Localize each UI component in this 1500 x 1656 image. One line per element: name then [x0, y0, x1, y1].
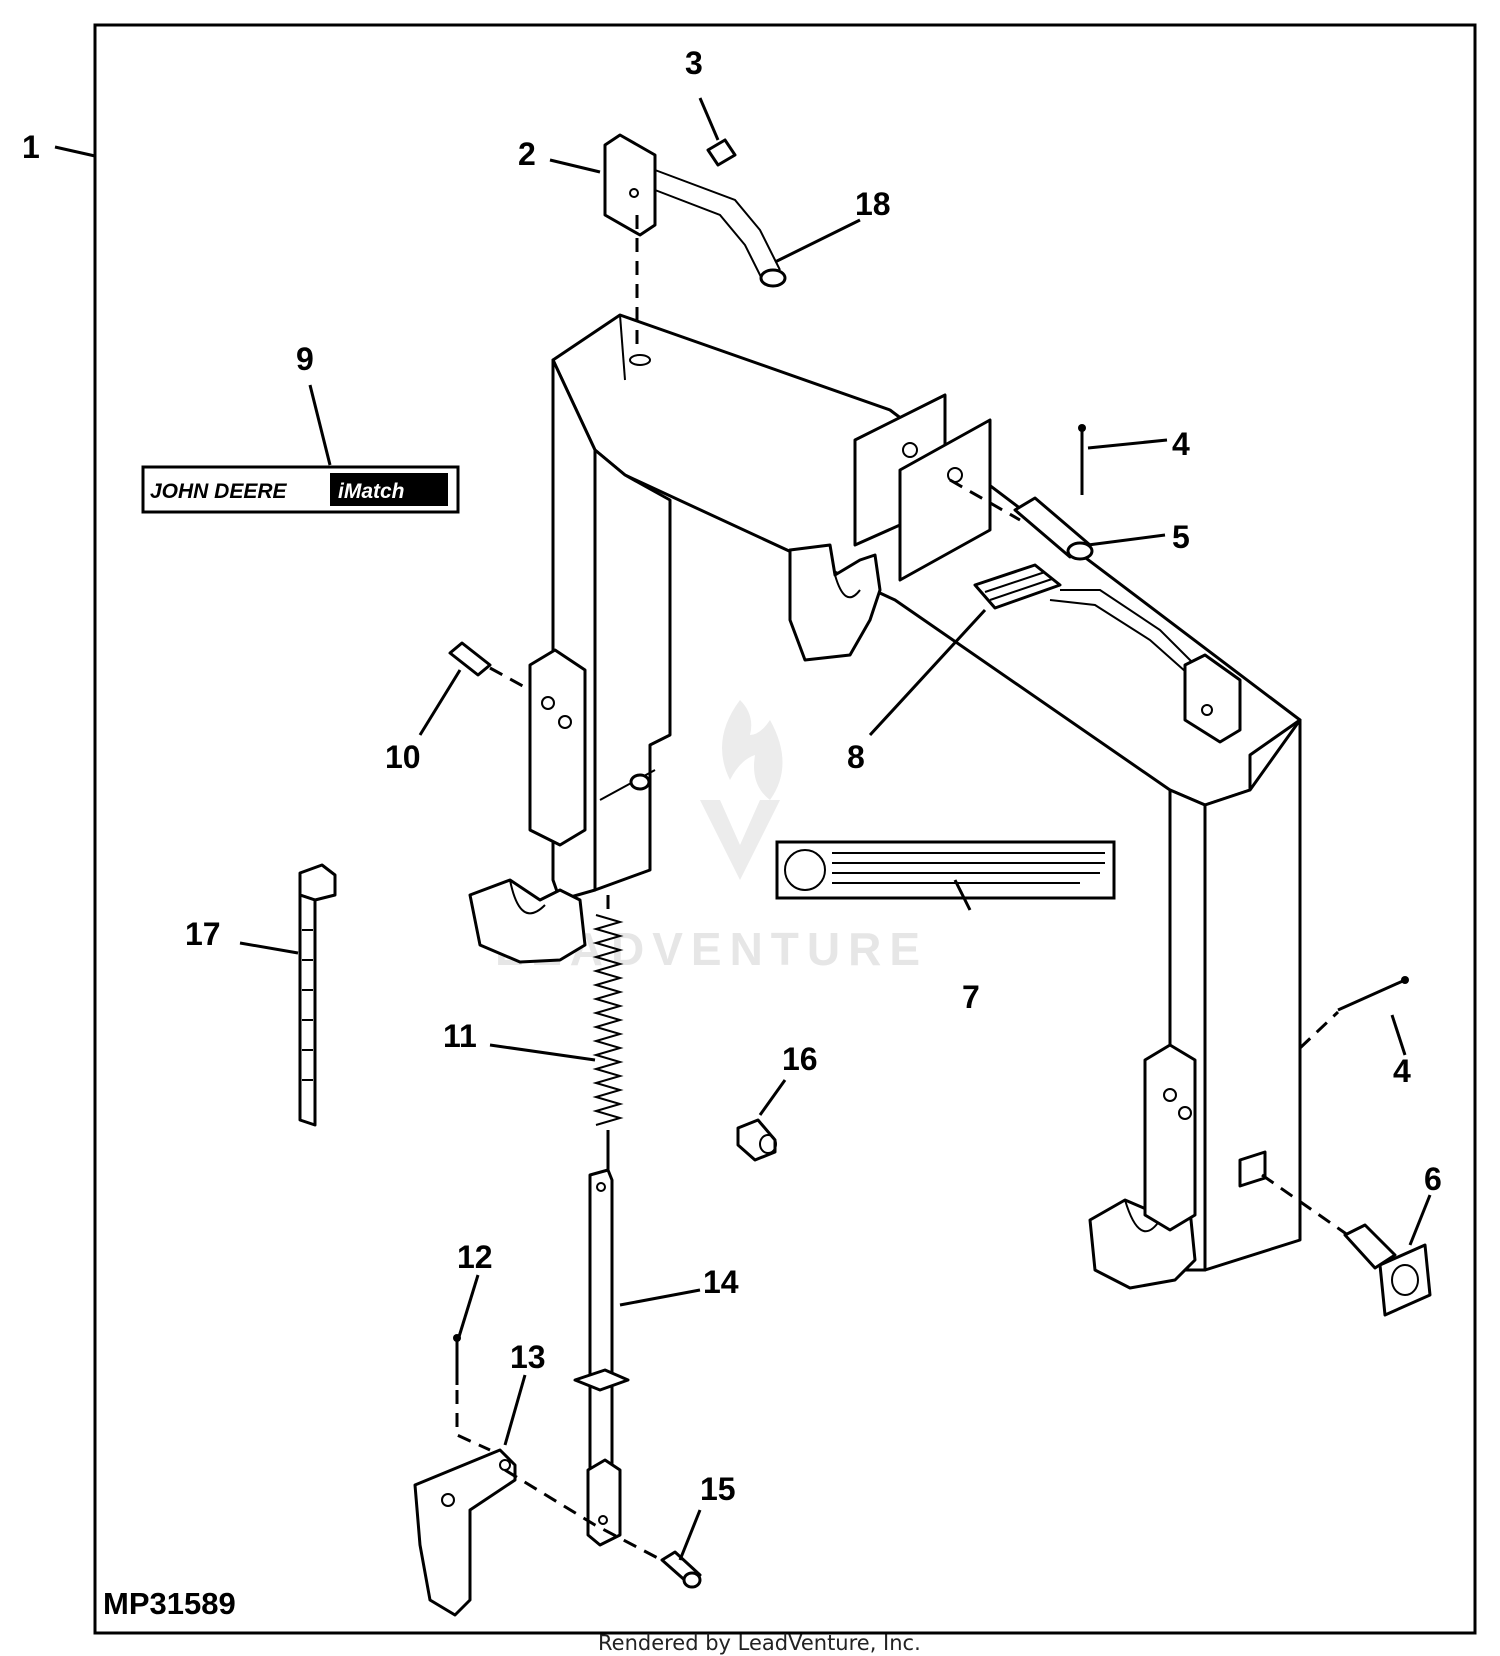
- quick-hitch-frame: [468, 313, 1302, 1290]
- part-decal-9: JOHN DEERE iMatch: [141, 465, 460, 514]
- part-screw-15: [660, 1550, 702, 1589]
- part-pin-5: [949, 478, 1094, 561]
- callout-9: 9: [296, 341, 314, 377]
- callout-14: 14: [703, 1264, 739, 1300]
- part-rod-14: [573, 1168, 630, 1547]
- part-decal-7: [775, 840, 1116, 900]
- callout-18: 18: [855, 186, 891, 222]
- callout-16: 16: [782, 1041, 818, 1077]
- callout-10: 10: [385, 739, 421, 775]
- callout-11: 11: [443, 1018, 477, 1054]
- figure-id: MP31589: [103, 1586, 236, 1621]
- part-rod-17: [298, 863, 337, 1127]
- part-bushing-16: [736, 1118, 777, 1162]
- credit-line: Rendered by LeadVenture, Inc.: [598, 1631, 921, 1655]
- part-pin-10: [448, 641, 531, 692]
- callout-4: 4: [1172, 426, 1190, 462]
- callout-13: 13: [510, 1339, 546, 1375]
- decal-9-left: JOHN DEERE: [150, 480, 288, 503]
- part-lever-13: [413, 1448, 691, 1617]
- callout-8: 8: [847, 739, 865, 775]
- leader-lines: [54, 97, 1432, 1561]
- callout-labels: 1 2 3 4 5 6 7 8 9 10 11 12 13 14 15 16 1…: [22, 45, 1442, 1507]
- callout-2: 2: [518, 136, 536, 172]
- part-clip-4-right: [1298, 976, 1409, 1050]
- callout-4-right: 4: [1393, 1053, 1411, 1089]
- decal-9-right: iMatch: [338, 480, 405, 503]
- part-handle-top: [603, 133, 787, 288]
- part-pin-3: [706, 138, 737, 167]
- diagram-border: [93, 23, 1477, 1635]
- callout-17: 17: [185, 916, 221, 952]
- part-spring-11: [592, 895, 624, 1170]
- part-pin-6: [1261, 1173, 1432, 1317]
- callout-15: 15: [700, 1471, 736, 1507]
- callout-3: 3: [685, 45, 703, 81]
- part-lever-8: [973, 563, 1242, 744]
- callout-12: 12: [457, 1239, 493, 1275]
- callout-1: 1: [22, 129, 40, 165]
- part-clip-4-top: [1078, 424, 1086, 495]
- callout-5: 5: [1172, 519, 1190, 555]
- part-pin-12: [453, 1334, 491, 1452]
- callout-7: 7: [962, 979, 980, 1015]
- callout-6: 6: [1424, 1161, 1442, 1197]
